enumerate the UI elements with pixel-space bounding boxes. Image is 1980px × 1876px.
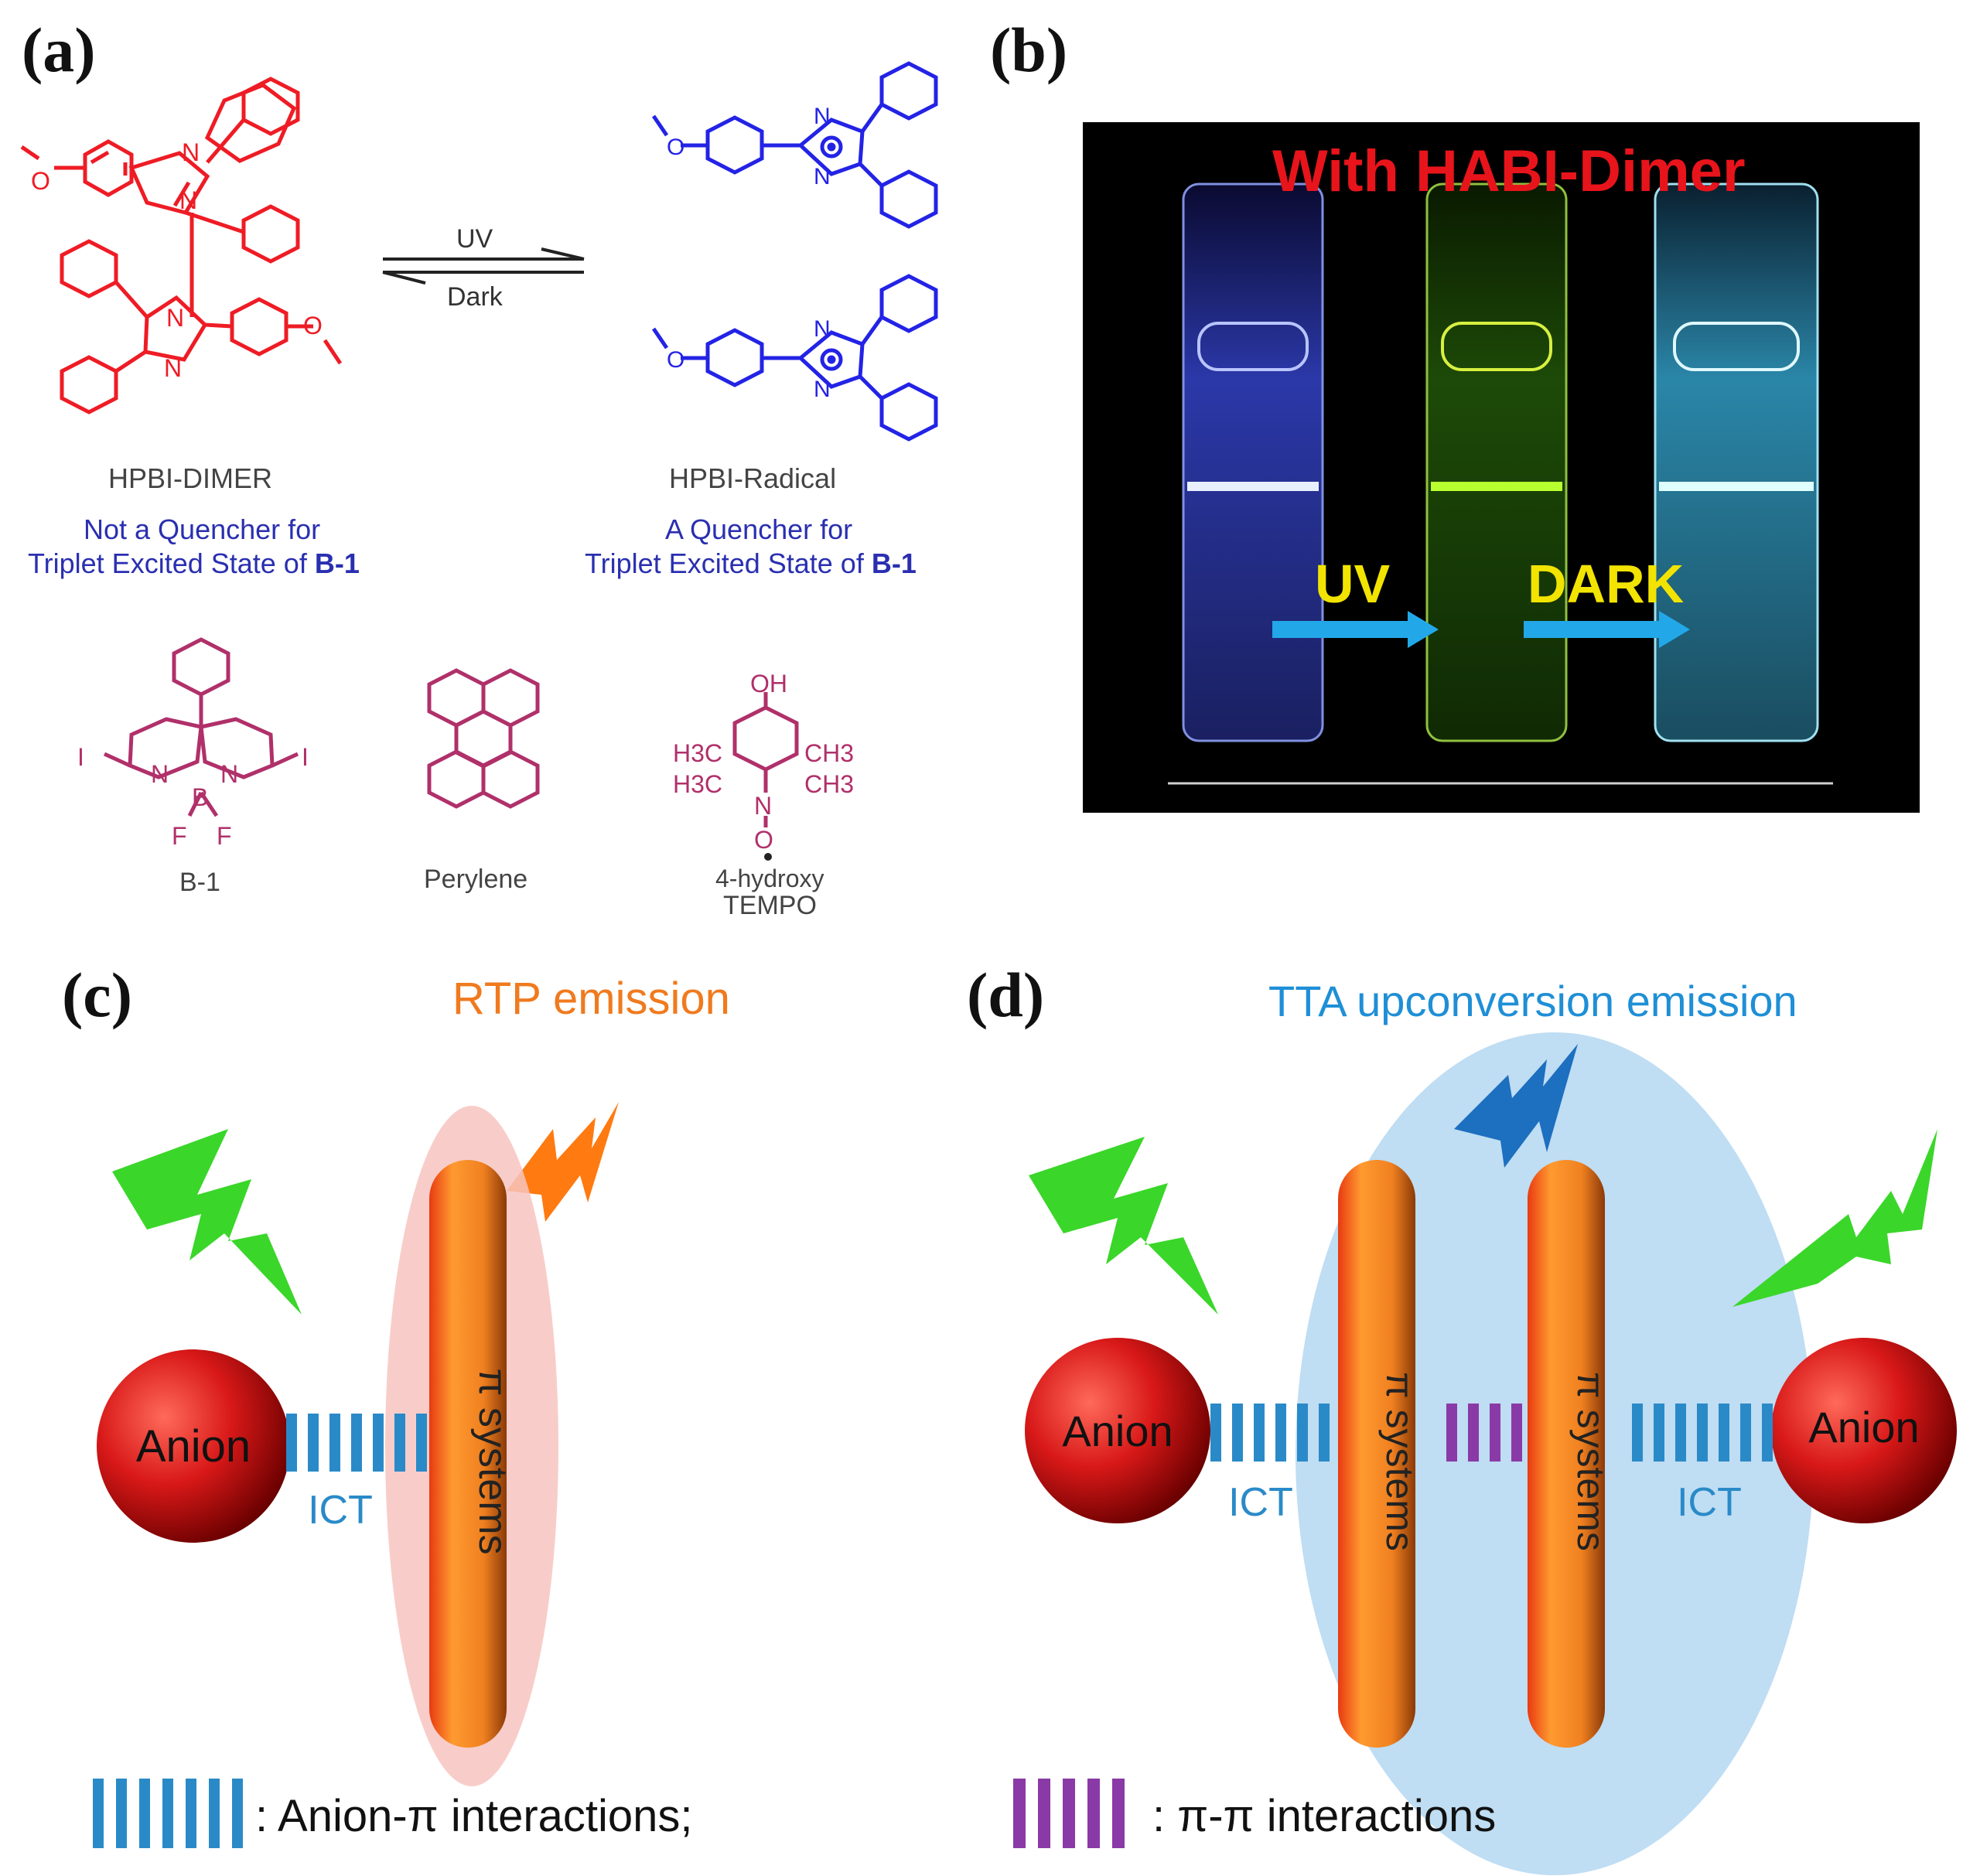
left-excitation-bolt-icon bbox=[1029, 1137, 1218, 1315]
uv-label: UV bbox=[1315, 554, 1391, 614]
atom-n: N bbox=[179, 186, 197, 214]
atom-o: O bbox=[303, 312, 323, 339]
perylene-structure bbox=[427, 668, 540, 809]
tempo-structure bbox=[732, 692, 799, 827]
atom-h3c: H3C bbox=[673, 739, 722, 767]
emission-bolt-icon bbox=[507, 1102, 619, 1222]
legend-anion-pi-dashes bbox=[93, 1779, 243, 1848]
hpbi-radical-structure-bottom bbox=[651, 274, 938, 442]
dark-arrow bbox=[1524, 611, 1690, 648]
atom-i: I bbox=[302, 743, 309, 771]
pi-label: π systems bbox=[470, 1368, 515, 1554]
atom-b: B bbox=[192, 783, 208, 811]
cuvette-blue bbox=[1182, 182, 1324, 742]
atom-n: N bbox=[166, 304, 184, 332]
atom-ch3: CH3 bbox=[804, 739, 854, 767]
panel-d-label: (d) bbox=[967, 960, 1045, 1030]
ict-right-label: ICT bbox=[1677, 1480, 1742, 1525]
ict-label: ICT bbox=[308, 1488, 373, 1533]
atom-o: O bbox=[667, 135, 684, 160]
anion-label: Anion bbox=[136, 1421, 251, 1472]
cuvette-photo bbox=[1083, 122, 1920, 813]
hpbi-dimer-structure bbox=[20, 77, 343, 414]
ict-dashes-left bbox=[1210, 1404, 1330, 1462]
pi-right-label: π systems bbox=[1569, 1372, 1613, 1551]
hpbi-dimer-atoms: N N O N N O bbox=[31, 138, 323, 382]
hpbi-radical-structure-top bbox=[651, 61, 938, 229]
atom-h3c: H3C bbox=[673, 770, 722, 798]
atom-n: N bbox=[182, 138, 200, 166]
equilibrium-arrows bbox=[382, 247, 585, 285]
cuvette-cyan bbox=[1654, 182, 1819, 742]
anion-left-label: Anion bbox=[1062, 1407, 1173, 1455]
anion-sphere-left bbox=[1025, 1338, 1210, 1523]
legend-pipi-dashes bbox=[1013, 1779, 1125, 1848]
anion-sphere bbox=[97, 1349, 290, 1543]
perylene-name: Perylene bbox=[424, 865, 528, 894]
legend-anion-pi: : Anion-π interactions; bbox=[255, 1791, 693, 1841]
pi-system-bar-right bbox=[1528, 1160, 1605, 1748]
pi-system-bar bbox=[429, 1160, 507, 1748]
atom-n: N bbox=[164, 354, 182, 382]
tta-emission-title: TTA upconversion emission bbox=[1268, 977, 1797, 1025]
ict-dashes bbox=[286, 1414, 427, 1472]
atom-n: N bbox=[814, 164, 831, 189]
panel-d-diagram: Anion Anion ICT ICT π systems π systems … bbox=[1013, 1032, 1957, 1875]
tempo-name-2: TEMPO bbox=[723, 891, 817, 920]
radical-desc-2: Triplet Excited State of B-1 bbox=[585, 547, 917, 579]
panel-c-diagram: Anion ICT π systems : Anion-π interactio… bbox=[93, 1102, 693, 1848]
radical-desc-1: A Quencher for bbox=[665, 513, 853, 545]
pi-system-bar-left bbox=[1338, 1160, 1415, 1748]
radical-dot bbox=[764, 853, 772, 861]
atom-n: N bbox=[151, 760, 169, 788]
atom-o: O bbox=[754, 826, 773, 854]
dimer-name: HPBI-DIMER bbox=[108, 462, 273, 494]
atom-n: N bbox=[814, 316, 831, 342]
atom-n: N bbox=[814, 104, 831, 129]
atom-o: O bbox=[31, 167, 50, 195]
rtp-emission-title: RTP emission bbox=[452, 974, 730, 1024]
pipi-dashes bbox=[1446, 1404, 1522, 1462]
atom-n: N bbox=[754, 792, 772, 820]
ict-left-label: ICT bbox=[1228, 1480, 1293, 1525]
dimer-desc-2: Triplet Excited State of B-1 bbox=[28, 547, 360, 579]
radical-name: HPBI-Radical bbox=[669, 462, 837, 494]
ict-dashes-right bbox=[1632, 1404, 1773, 1462]
atom-i: I bbox=[77, 743, 84, 771]
photo-title: With HABI-Dimer bbox=[1272, 138, 1746, 204]
anion-right-label: Anion bbox=[1808, 1403, 1919, 1451]
atom-ch3: CH3 bbox=[804, 770, 854, 798]
tempo-name-1: 4-hydroxy bbox=[715, 865, 824, 892]
atom-oh: OH bbox=[750, 670, 787, 698]
pi-left-label: π systems bbox=[1378, 1372, 1422, 1551]
b1-structure bbox=[103, 637, 299, 817]
atom-o: O bbox=[667, 347, 684, 373]
excitation-bolt-icon bbox=[112, 1129, 302, 1315]
arrow-label-uv: UV bbox=[456, 224, 493, 254]
panel-a-label: (a) bbox=[22, 15, 96, 85]
anion-sphere-right bbox=[1771, 1338, 1957, 1523]
legend-pipi: : π-π interactions bbox=[1152, 1791, 1496, 1841]
panel-c-label: (c) bbox=[62, 960, 133, 1030]
cuvette-green bbox=[1425, 182, 1568, 742]
uv-arrow bbox=[1272, 611, 1439, 648]
b1-name: B-1 bbox=[179, 868, 220, 897]
atom-f: F bbox=[172, 822, 187, 850]
atom-f: F bbox=[217, 822, 232, 850]
panel-b-label: (b) bbox=[990, 15, 1068, 85]
panel-a-structures: N N O N N O UV Dark bbox=[20, 61, 938, 861]
atom-n: N bbox=[220, 760, 238, 788]
emission-bolt-icon bbox=[1454, 1044, 1578, 1168]
right-excitation-bolt-icon bbox=[1732, 1129, 1937, 1307]
dimer-desc-1: Not a Quencher for bbox=[84, 513, 321, 545]
atom-n: N bbox=[814, 377, 831, 402]
dark-label: DARK bbox=[1528, 554, 1685, 614]
arrow-label-dark: Dark bbox=[447, 282, 504, 312]
